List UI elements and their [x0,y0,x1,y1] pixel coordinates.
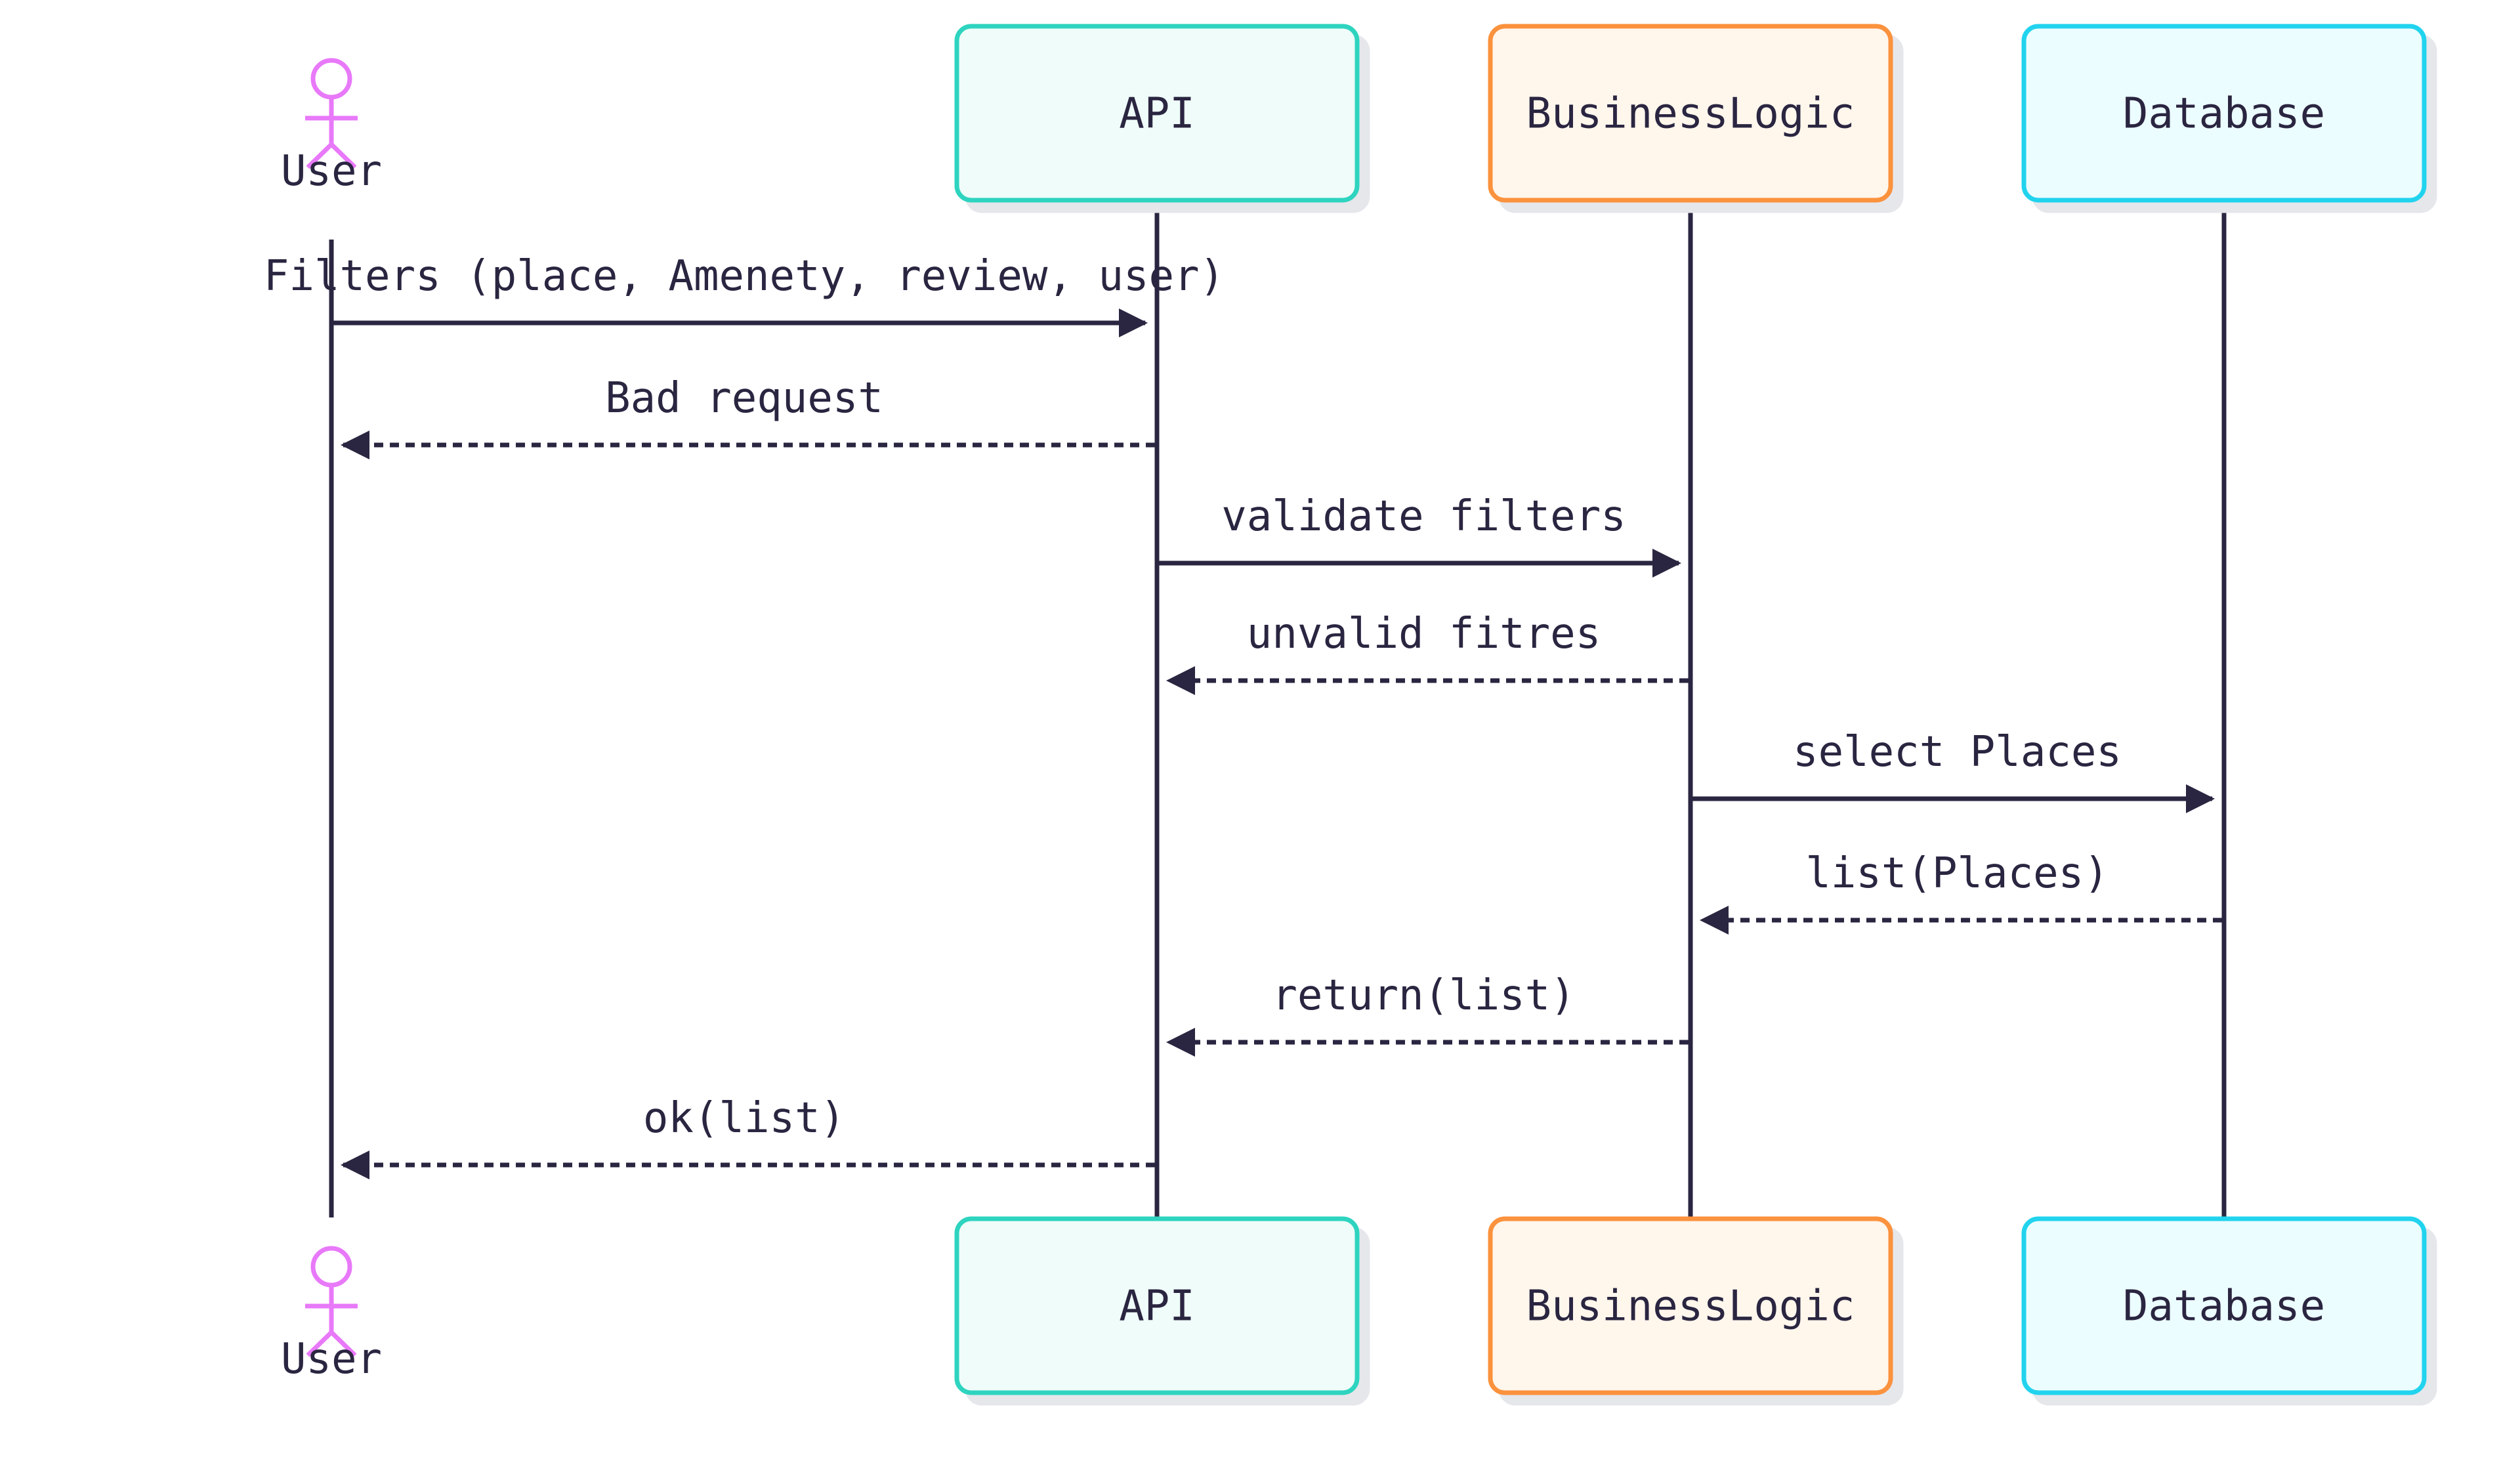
participant-database-bottom: Database [2021,1216,2427,1395]
actor-user-top: User [281,58,382,196]
actor-leg-icon [306,142,333,169]
actor-label: User [281,1335,382,1384]
message-label: unvalid fitres [1247,610,1601,658]
actor-label: User [281,147,382,196]
message-label: validate filters [1221,492,1626,541]
message-5: select Places [1692,728,2215,813]
message-2: Bad request [341,374,1155,459]
actor-leg-icon [329,1330,357,1357]
messages: Filters (place, Amenety, review, user) Ba… [264,252,2222,1179]
actor-user-bottom: User [281,1246,382,1384]
participant-label: Database [2123,90,2325,138]
participant-api-top: API [954,24,1360,203]
message-label: Filters (place, Amenety, review, user) [264,252,1225,301]
participant-box [2021,24,2427,203]
message-3: validate filters [1159,492,1681,578]
arrowhead-icon [1166,1028,1195,1057]
participant-label: Database [2123,1282,2325,1331]
participant-label: API [1119,1282,1195,1331]
participant-api-bottom: API [954,1216,1360,1395]
arrowhead-icon [2186,784,2215,813]
arrowhead-icon [1119,308,1148,337]
message-label: ok(list) [643,1094,845,1143]
participant-box [2021,1216,2427,1395]
arrowhead-icon [1652,549,1681,578]
message-6: list(Places) [1700,849,2222,935]
arrowhead-icon [1166,666,1195,695]
message-8: ok(list) [341,1094,1155,1179]
participant-label: BusinessLogic [1526,1282,1855,1331]
participant-business-bottom: BusinessLogic [1488,1216,1893,1395]
message-7: return(list) [1166,971,1689,1057]
participant-box [954,24,1360,203]
actor-leg-icon [329,142,357,169]
actor-leg-icon [306,1330,333,1357]
message-4: unvalid fitres [1166,610,1689,695]
arrowhead-icon [1700,906,1729,935]
message-label: list(Places) [1805,849,2109,898]
message-label: select Places [1793,728,2122,776]
actor-head-icon [310,1246,352,1288]
arrowhead-icon [341,1151,369,1179]
participant-database-top: Database [2021,24,2427,203]
participant-box [1488,1216,1893,1395]
participants-bottom: User API BusinessLogic Database [281,1216,2427,1395]
arrowhead-icon [341,431,369,459]
actor-head-icon [310,58,352,100]
message-label: return(list) [1272,971,1575,1020]
participant-business-top: BusinessLogic [1488,24,1893,203]
message-label: Bad request [605,374,883,423]
participant-label: BusinessLogic [1526,90,1855,138]
participant-box [1488,24,1893,203]
participants-top: User API BusinessLogic Database [281,24,2427,203]
message-1: Filters (place, Amenety, review, user) [264,252,1225,337]
participant-label: API [1119,90,1195,138]
participant-box [954,1216,1360,1395]
lifelines [329,200,2227,1219]
